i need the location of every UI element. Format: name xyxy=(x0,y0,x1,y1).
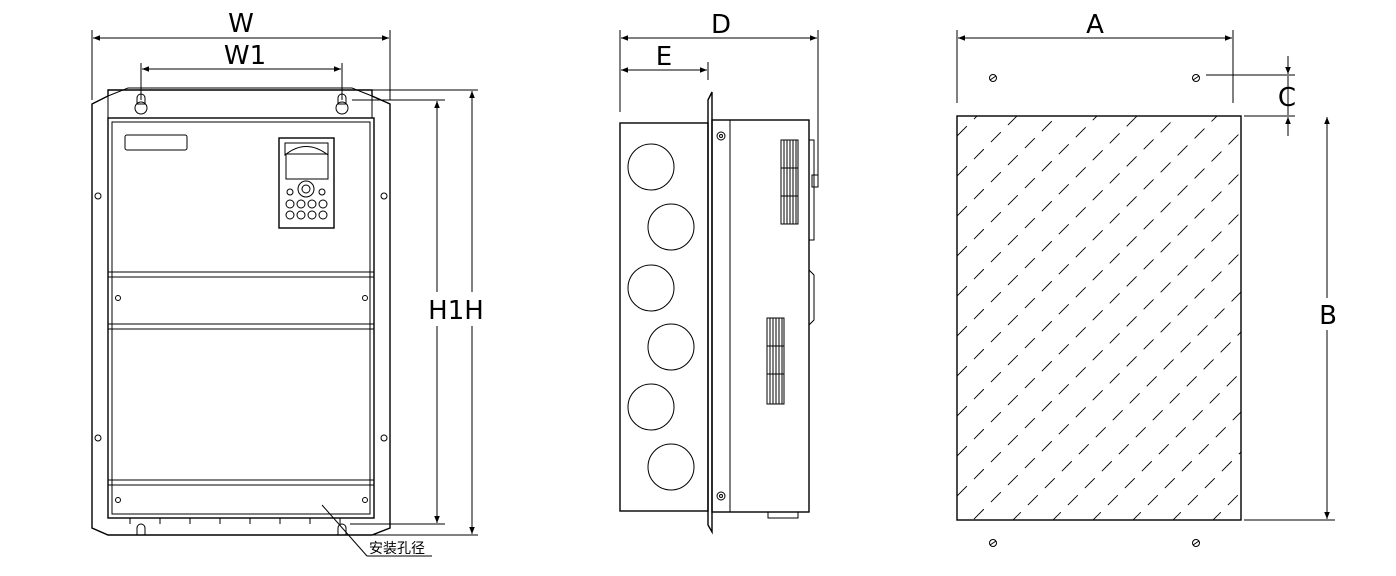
dim-b-label: B xyxy=(1319,301,1337,331)
dim-w-label: W xyxy=(228,9,254,39)
screw-hole-bottom-left xyxy=(989,539,997,547)
side-flange xyxy=(707,91,713,535)
front-view: W W1 H1H 安装孔径 xyxy=(91,9,487,557)
side-rear-body xyxy=(711,119,810,513)
dim-c-label: C xyxy=(1278,83,1296,113)
side-vent-lower xyxy=(766,317,785,405)
dim-d-label: D xyxy=(711,10,731,40)
screw-hole-bottom-right xyxy=(1192,539,1200,547)
keyhole-left xyxy=(134,93,148,115)
dim-w1-label: W1 xyxy=(224,41,266,71)
front-flange-outline xyxy=(91,89,391,536)
screw-hole-top-left xyxy=(989,74,997,82)
keypad-icon xyxy=(278,137,335,229)
mount-hole-label: 安装孔径 xyxy=(369,541,425,557)
dim-e-label: E xyxy=(656,42,672,72)
cutout-hatch xyxy=(957,116,1241,520)
side-view: D E xyxy=(619,10,819,535)
screw-hole-top-right xyxy=(1192,74,1200,82)
dim-a-label: A xyxy=(1086,10,1104,40)
cutout-rect xyxy=(956,115,1242,521)
cutout-view: A C B xyxy=(956,10,1342,547)
keyhole-right xyxy=(335,93,349,115)
name-plate xyxy=(124,134,188,151)
side-vent-upper xyxy=(780,139,799,225)
bottom-vent xyxy=(120,517,360,524)
dim-h-labels: H1H xyxy=(428,296,484,326)
top-bracket xyxy=(107,87,373,118)
